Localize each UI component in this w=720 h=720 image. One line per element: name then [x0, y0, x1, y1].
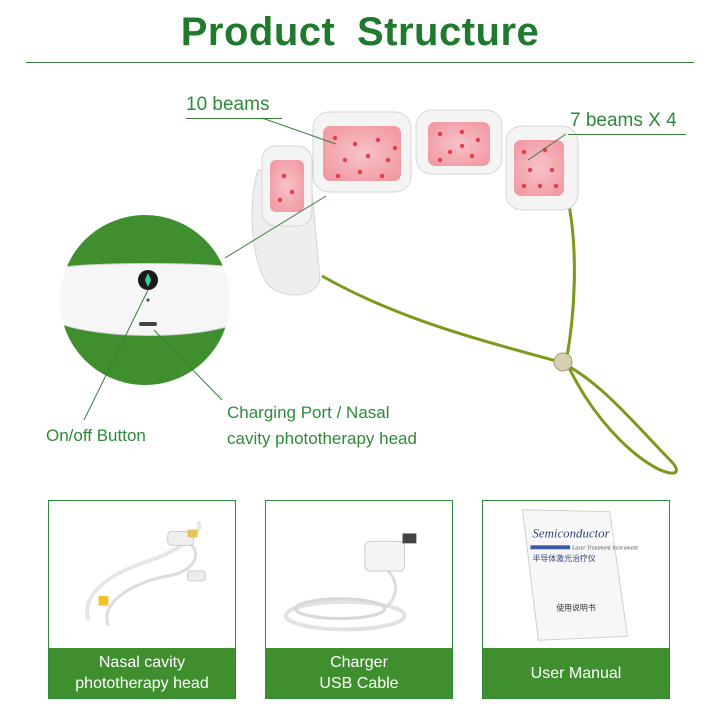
accessory-charger: Charger USB Cable	[265, 500, 453, 699]
page-title: Product Structure	[180, 10, 540, 54]
accessory-label: User Manual	[483, 648, 669, 698]
pad-1	[270, 160, 304, 212]
label-charging-port-line1: Charging Port / Nasal	[227, 403, 390, 422]
accessory-label: Charger USB Cable	[266, 648, 452, 698]
label-10-underline	[186, 118, 282, 119]
pad-3	[428, 122, 490, 166]
zoom-detail	[58, 213, 232, 387]
manual-title-text: Semiconductor	[532, 526, 610, 540]
product-structure-diagram	[58, 109, 678, 475]
accessory-nasal-head: Nasal cavity phototherapy head	[48, 500, 236, 699]
nasal-head-image	[85, 520, 206, 627]
label-10-beams: 10 beams	[186, 94, 270, 115]
title-divider	[26, 62, 694, 63]
charger-image	[283, 533, 417, 632]
charging-port	[139, 322, 157, 326]
manual-subtitle-text: Laser Treatment Instrument	[571, 545, 638, 551]
label-charging-port: Charging Port / Nasal cavity phototherap…	[227, 400, 417, 452]
label-on-off-button: On/off Button	[46, 426, 146, 445]
pad-2	[323, 126, 401, 181]
manual-chinese-title: 半导体激光治疗仪	[532, 553, 595, 563]
device-band	[251, 109, 579, 296]
lanyard-cord	[321, 189, 678, 475]
label-7-underline	[568, 134, 686, 135]
label-charging-port-line2: cavity phototherapy head	[227, 429, 417, 448]
manual-image: Semiconductor Laser Treatment Instrument…	[522, 509, 638, 641]
accessory-label: Nasal cavity phototherapy head	[49, 648, 235, 698]
cord-stopper	[553, 352, 573, 372]
pad-4	[514, 140, 564, 196]
label-7-beams: 7 beams X 4	[570, 110, 677, 131]
accessory-manual: Semiconductor Laser Treatment Instrument…	[482, 500, 670, 699]
manual-chinese-subtitle: 使用说明书	[556, 603, 596, 613]
